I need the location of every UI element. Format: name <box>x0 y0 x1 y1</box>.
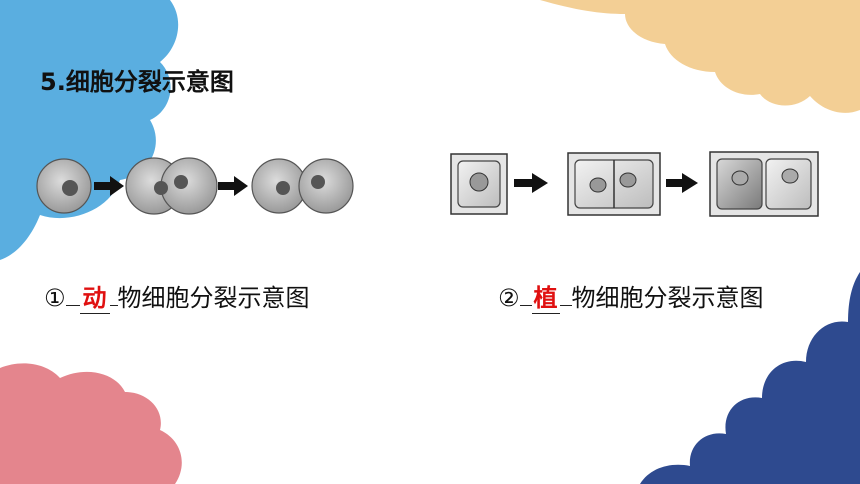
caption-suffix: 物细胞分裂示意图 <box>571 284 764 312</box>
answer-blank-animal: 动 <box>79 278 110 314</box>
caption-marker: ② <box>498 284 520 312</box>
plant-cell-stage-3 <box>709 151 819 217</box>
plant-cell-stage-2 <box>567 152 661 216</box>
section-title: 5.细胞分裂示意图 <box>40 68 234 96</box>
caption-suffix: 物细胞分裂示意图 <box>117 284 310 312</box>
plant-cell-stage-1 <box>450 153 508 215</box>
arrow-icon <box>94 176 124 196</box>
animal-cell-stage-3 <box>251 158 354 214</box>
arrow-icon <box>666 173 698 193</box>
caption-marker: ① <box>44 284 66 312</box>
arrow-icon <box>514 173 548 193</box>
plant-cell-division-diagram <box>450 151 819 217</box>
animal-cell-stage-1 <box>36 158 92 214</box>
animal-cell-stage-2 <box>125 157 218 215</box>
arrow-icon <box>218 176 248 196</box>
animal-cell-division-diagram <box>36 157 354 215</box>
answer-blank-plant: 植 <box>531 278 560 314</box>
